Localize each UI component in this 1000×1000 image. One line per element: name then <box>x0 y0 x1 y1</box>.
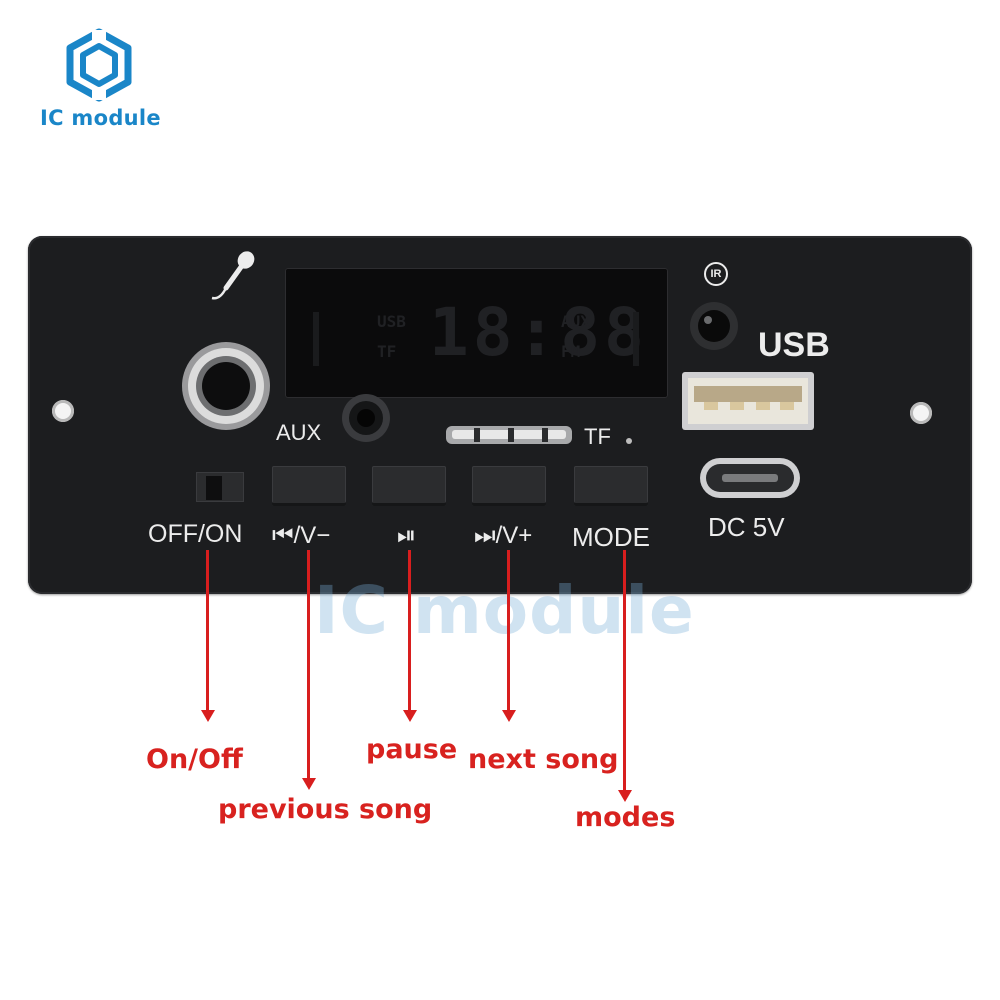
display-usb-indicator: USB <box>377 312 406 331</box>
ir-receiver <box>690 302 738 350</box>
arrow-previous-song <box>307 550 310 780</box>
microphone-jack[interactable] <box>176 336 276 436</box>
arrow-pause <box>408 550 411 712</box>
annotation-previous-song: previous song <box>218 794 433 825</box>
arrow-modes <box>623 550 626 792</box>
arrow-on-off-head <box>201 710 215 722</box>
display-level-bar-left <box>313 312 319 366</box>
display-tf-indicator: TF <box>377 342 397 361</box>
play-pause-button[interactable] <box>372 466 446 506</box>
annotation-on-off: On/Off <box>146 744 243 775</box>
annotation-modes: modes <box>575 802 676 833</box>
dc-5v-label: DC 5V <box>708 512 785 542</box>
aux-jack[interactable] <box>340 392 392 444</box>
display-fm-indicator: FM <box>561 342 581 361</box>
usb-port[interactable] <box>680 370 816 432</box>
logo-text: IC module <box>40 106 161 130</box>
next-volume-up-button[interactable] <box>472 466 546 506</box>
tf-label: TF <box>584 424 611 449</box>
lcd-display: USB TF 18:88 AUX FM <box>285 268 668 398</box>
previous-button-label: ⏮/V− <box>272 522 331 549</box>
display-level-bar-right <box>633 312 639 366</box>
arrow-next-song-head <box>502 710 516 722</box>
logo-hexagon-icon <box>66 28 132 102</box>
arrow-previous-song-head <box>302 778 316 790</box>
arrow-next-song <box>507 550 510 712</box>
microphone-icon <box>211 251 255 300</box>
watermark-text: IC module <box>314 572 695 649</box>
mode-button-label: MODE <box>572 522 650 552</box>
mounting-hole-left <box>52 400 74 422</box>
switch-label: OFF/ON <box>148 520 243 548</box>
usb-c-port[interactable] <box>698 456 802 500</box>
annotation-next-song: next song <box>468 744 619 775</box>
previous-volume-down-button[interactable] <box>272 466 346 506</box>
ir-label: IR <box>704 262 728 286</box>
annotation-pause: pause <box>366 734 458 765</box>
arrow-on-off <box>206 550 209 712</box>
power-switch[interactable] <box>206 476 222 500</box>
indicator-led <box>626 438 632 444</box>
play-pause-button-label: ⏯ <box>397 522 417 549</box>
arrow-modes-head <box>618 790 632 802</box>
display-digits: 18:88 <box>429 294 648 371</box>
mode-button[interactable] <box>574 466 648 506</box>
usb-label: USB <box>758 326 830 364</box>
arrow-pause-head <box>403 710 417 722</box>
aux-label: AUX <box>276 420 322 445</box>
tf-card-slot[interactable] <box>444 418 574 452</box>
mounting-hole-right <box>910 402 932 424</box>
next-button-label: ⏭/V+ <box>474 522 533 549</box>
display-aux-indicator: AUX <box>561 312 590 331</box>
